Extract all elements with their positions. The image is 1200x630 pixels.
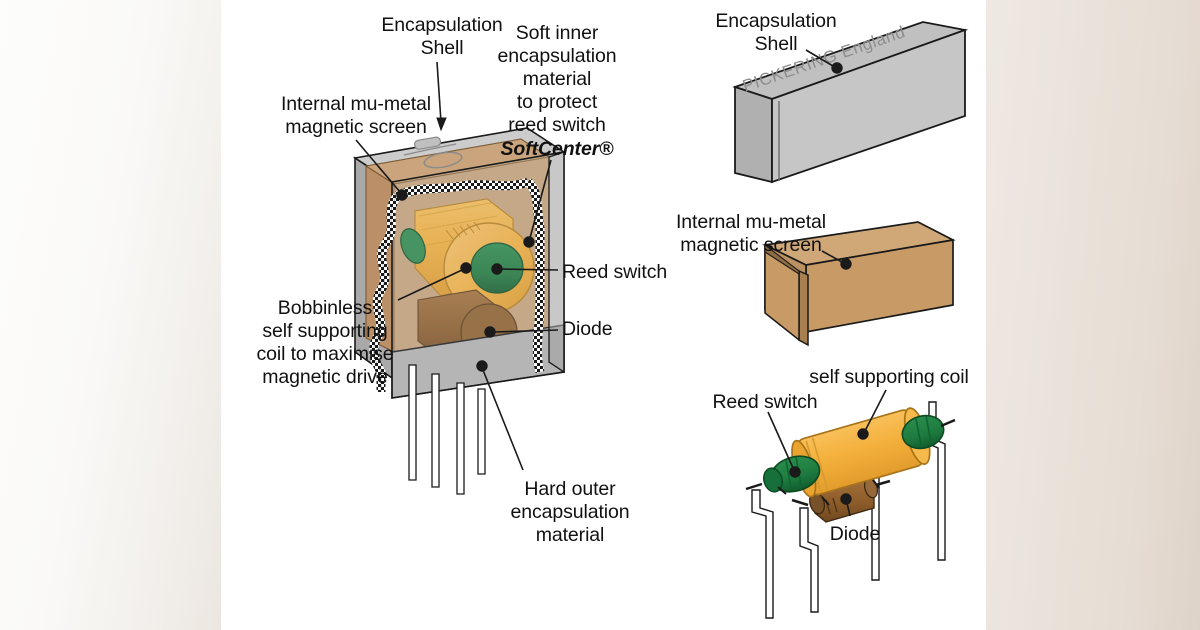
- left-gradient-band: [0, 0, 221, 630]
- leader-dot-reed-switch: [491, 263, 503, 275]
- shell-block-leader: [805, 49, 843, 74]
- shell-top-molded-slot: [403, 143, 457, 156]
- leader-mu-metal: [355, 139, 401, 193]
- label-soft-inner-encapsulation: Soft inner encapsulation material to pro…: [497, 22, 617, 136]
- label-self-supporting-coil: self supporting coil: [809, 366, 969, 388]
- shell-block-front: [771, 28, 966, 184]
- leader-arrowhead-shell: [436, 117, 447, 132]
- leader-channel: [821, 250, 843, 263]
- leader-reed-switch: [499, 268, 559, 271]
- leader-softcenter: [529, 159, 552, 239]
- leader-dot-channel: [840, 258, 852, 270]
- main-pin-1: [408, 364, 417, 481]
- coil-section-hatch: [445, 221, 481, 240]
- leader-dot-self-supporting-coil: [857, 428, 869, 440]
- leader-self-supporting-coil: [864, 389, 887, 432]
- reed-right-rings: [915, 415, 932, 446]
- softcenter-boundary-band-outline: [373, 195, 398, 392]
- channel-leader: [821, 250, 852, 270]
- assembly-pin-2: [799, 507, 819, 613]
- leader-encapsulation-shell: [436, 61, 442, 123]
- main-cutaway-group: [352, 127, 567, 495]
- shell-right-edge: [548, 151, 565, 374]
- coil-assembly-group: [745, 401, 956, 619]
- assembly-pin-1: [751, 489, 774, 619]
- label-hard-outer-encapsulation: Hard outer encapsulation material: [510, 478, 630, 546]
- assembly-clip-2: [821, 496, 830, 506]
- main-pins-group: [408, 364, 486, 495]
- reed-left-lead: [745, 482, 763, 491]
- softcenter-boundary-band: [369, 193, 401, 392]
- right-gradient-band: [986, 0, 1200, 630]
- label-reed-switch-right: Reed switch: [712, 391, 818, 413]
- label-bobbinless-coil: Bobbinless self supporting coil to maxim…: [256, 297, 394, 388]
- reed-right-lead: [940, 418, 956, 428]
- label-softcenter-trademark: SoftCenter®: [500, 138, 614, 160]
- main-pin-2: [431, 373, 440, 488]
- leader-dot-reed-switch-right: [789, 466, 801, 478]
- channel-wall-thickness: [764, 243, 800, 276]
- assembly-clip-3: [872, 479, 880, 489]
- leader-diode: [493, 329, 559, 333]
- label-encapsulation-shell: Encapsulation Shell: [381, 14, 503, 59]
- reed-left-cap: [762, 467, 784, 493]
- assembly-diode-lead-right: [875, 479, 891, 487]
- assembly-clip-1: [777, 486, 787, 495]
- main-pin-4: [477, 388, 486, 475]
- leader-dot-softcenter: [523, 236, 535, 248]
- label-internal-mu-metal-screen: Internal mu-metal magnetic screen: [280, 93, 432, 138]
- leader-reed-switch-right: [767, 411, 794, 469]
- label-reed-switch: Reed switch: [562, 261, 668, 283]
- softcenter-boundary-right: [524, 178, 545, 374]
- shell-top-molded-oval: [423, 151, 463, 169]
- leader-bobbinless: [397, 269, 463, 301]
- coil-assembly-leaders: [767, 389, 887, 517]
- leader-dot-bobbinless: [460, 262, 472, 274]
- leader-dot-diode: [484, 326, 496, 338]
- leader-diode-right: [846, 502, 851, 517]
- leader-hard-outer: [482, 369, 524, 471]
- label-internal-mu-metal-screen-right: Internal mu-metal magnetic screen: [675, 211, 827, 256]
- leader-dot-diode-right: [840, 493, 852, 505]
- main-pin-3: [456, 382, 465, 495]
- softcenter-boundary-top: [395, 177, 530, 201]
- shell-block-left-end: [734, 85, 773, 184]
- assembly-diode-lead-left: [791, 498, 809, 507]
- main-leaders: [355, 61, 559, 471]
- label-diode: Diode: [562, 318, 613, 340]
- shell-top-molded-rect: [414, 136, 442, 150]
- channel-near-leg: [798, 269, 809, 347]
- leader-shell-block: [805, 49, 834, 67]
- leader-dot-shell-block: [831, 62, 843, 74]
- leader-dot-hard-outer: [476, 360, 488, 372]
- assembly-pins-front: [751, 479, 880, 619]
- reed-switch-rear-end: [400, 228, 426, 264]
- label-encapsulation-shell-right: Encapsulation Shell: [715, 10, 837, 55]
- label-diode-right: Diode: [829, 523, 881, 545]
- leader-dot-mu-metal: [396, 189, 408, 201]
